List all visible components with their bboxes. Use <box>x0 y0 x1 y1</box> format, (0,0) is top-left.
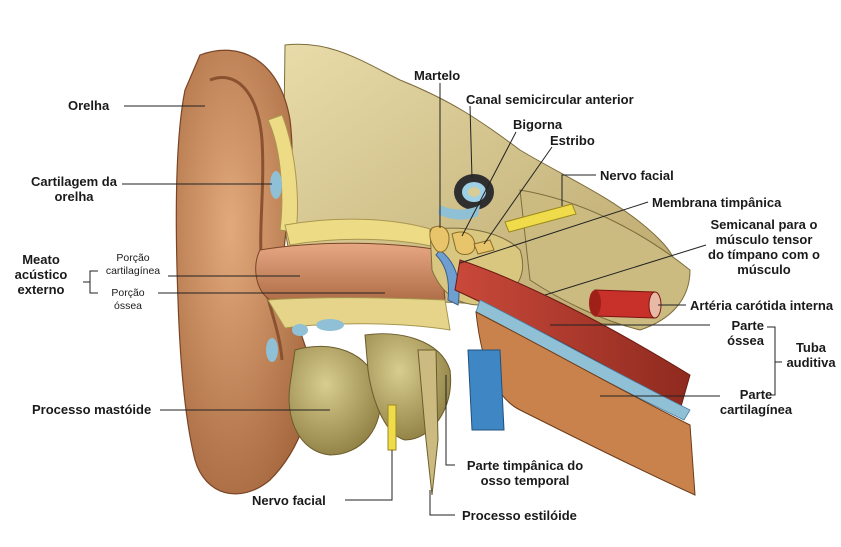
label-arteria-carotida: Artéria carótida interna <box>690 298 833 313</box>
label-semicanal-line1: Semicanal para o <box>702 217 826 232</box>
label-cartilagem-line2: orelha <box>26 189 122 204</box>
label-estribo: Estribo <box>550 133 595 148</box>
cartilage-blue-spot <box>270 171 282 199</box>
label-membrana-timpanica: Membrana timpânica <box>652 195 781 210</box>
label-porcao-cart-line2: cartilagínea <box>98 265 168 278</box>
label-nervo-facial-top: Nervo facial <box>600 168 674 183</box>
label-meato-acustico-externo: Meato acústico externo <box>10 252 72 297</box>
carotid-artery <box>595 290 655 318</box>
label-cartilagem-line1: Cartilagem da <box>26 174 122 189</box>
label-tuba-line1: Tuba <box>784 340 838 355</box>
label-parte-timpanica-line1: Parte timpânica do <box>460 458 590 473</box>
lower-blue-spot-1 <box>292 324 308 336</box>
label-meato-line1: Meato <box>10 252 72 267</box>
bracket-meato <box>90 271 98 293</box>
label-parte-timpanica-line2: osso temporal <box>460 473 590 488</box>
label-parte-ossea-line2: óssea <box>712 333 764 348</box>
label-porcao-cart-line1: Porção <box>98 252 168 265</box>
label-porcao-ossea-line2: óssea <box>100 300 156 313</box>
label-parte-timpanica: Parte timpânica do osso temporal <box>460 458 590 488</box>
label-tuba-line2: auditiva <box>784 355 838 370</box>
external-acoustic-meatus <box>256 243 445 300</box>
bracket-tuba <box>767 327 775 395</box>
label-semicanal-line3: do tímpano com o <box>702 247 826 262</box>
semicircular-canal-core <box>468 187 480 197</box>
label-parte-ossea: Parte óssea <box>712 318 764 348</box>
label-martelo: Martelo <box>414 68 460 83</box>
label-tuba-auditiva: Tuba auditiva <box>784 340 838 370</box>
leader-processo-estiloide <box>430 490 455 515</box>
lower-blue-spot-3 <box>266 338 278 362</box>
label-cartilagem-da-orelha: Cartilagem da orelha <box>26 174 122 204</box>
label-porcao-ossea: Porção óssea <box>100 287 156 313</box>
label-canal-semicircular: Canal semicircular anterior <box>466 92 634 107</box>
label-semicanal: Semicanal para o músculo tensor do tímpa… <box>702 217 826 277</box>
label-nervo-facial-bottom: Nervo facial <box>252 493 326 508</box>
label-processo-estiloide: Processo estilóide <box>462 508 577 523</box>
label-bigorna: Bigorna <box>513 117 562 132</box>
leader-nervo-facial-bottom <box>345 450 392 500</box>
label-processo-mastoide: Processo mastóide <box>32 402 151 417</box>
label-semicanal-line2: músculo tensor <box>702 232 826 247</box>
label-parte-cart-line2: cartilagínea <box>718 402 794 417</box>
facial-nerve-lower <box>388 405 396 450</box>
carotid-artery-end-left <box>589 290 601 316</box>
label-orelha: Orelha <box>68 98 109 113</box>
label-meato-line2: acústico <box>10 267 72 282</box>
lower-blue-spot-2 <box>316 319 344 331</box>
label-meato-line3: externo <box>10 282 72 297</box>
label-parte-cart-line1: Parte <box>718 387 794 402</box>
label-parte-cartilaginea: Parte cartilagínea <box>718 387 794 417</box>
blue-vessel <box>468 350 504 430</box>
label-porcao-cartilaginea: Porção cartilagínea <box>98 252 168 278</box>
label-parte-ossea-line1: Parte <box>712 318 764 333</box>
label-porcao-ossea-line1: Porção <box>100 287 156 300</box>
label-semicanal-line4: músculo <box>702 262 826 277</box>
